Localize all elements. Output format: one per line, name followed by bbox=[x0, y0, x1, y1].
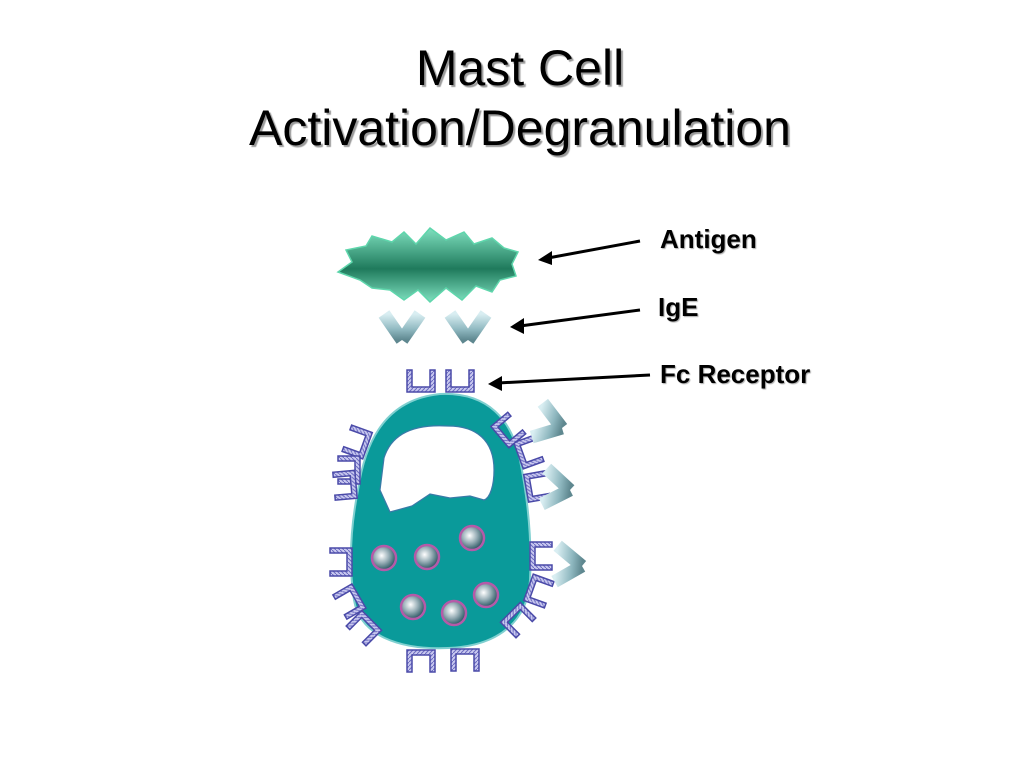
fc-receptor-arrowhead bbox=[488, 376, 502, 391]
fc-receptor bbox=[406, 649, 436, 673]
ige-antibody-side-1 bbox=[532, 403, 602, 456]
granule bbox=[370, 544, 398, 572]
slide-title: Mast Cell Activation/Degranulation bbox=[0, 38, 1024, 158]
label-ige: IgE bbox=[658, 292, 699, 322]
antigen-arrow bbox=[547, 239, 641, 260]
title-line-1: Mast Cell bbox=[415, 40, 625, 96]
fc-receptor-arrow bbox=[497, 373, 651, 385]
ige-antibody-right bbox=[450, 314, 486, 376]
fc-receptor-top-right bbox=[445, 369, 475, 393]
fc-receptor bbox=[529, 541, 553, 571]
fc-receptor bbox=[450, 648, 480, 672]
ige-antibody-side-3 bbox=[555, 546, 620, 587]
ige-arrowhead bbox=[510, 318, 524, 334]
antigen-arrowhead bbox=[538, 251, 552, 265]
granule bbox=[458, 524, 486, 552]
label-arrows bbox=[488, 239, 651, 391]
antigen-shape bbox=[336, 226, 520, 304]
degranulation-vacuole bbox=[379, 425, 495, 513]
granule bbox=[413, 543, 441, 571]
fc-receptor bbox=[337, 455, 361, 485]
granule bbox=[440, 599, 468, 627]
fc-receptor bbox=[332, 469, 358, 501]
granule bbox=[472, 581, 500, 609]
label-fc-receptor: Fc Receptor bbox=[660, 359, 811, 389]
ige-arrow bbox=[519, 308, 641, 328]
label-antigen: Antigen bbox=[660, 224, 757, 254]
ige-antibody-left bbox=[384, 314, 420, 376]
fc-receptor bbox=[329, 547, 353, 577]
title-line-2: Activation/Degranulation bbox=[249, 100, 791, 156]
granule bbox=[399, 593, 427, 621]
fc-receptor-top-left bbox=[406, 369, 436, 393]
ige-antibody-side-2 bbox=[542, 469, 608, 513]
granules bbox=[370, 524, 500, 627]
